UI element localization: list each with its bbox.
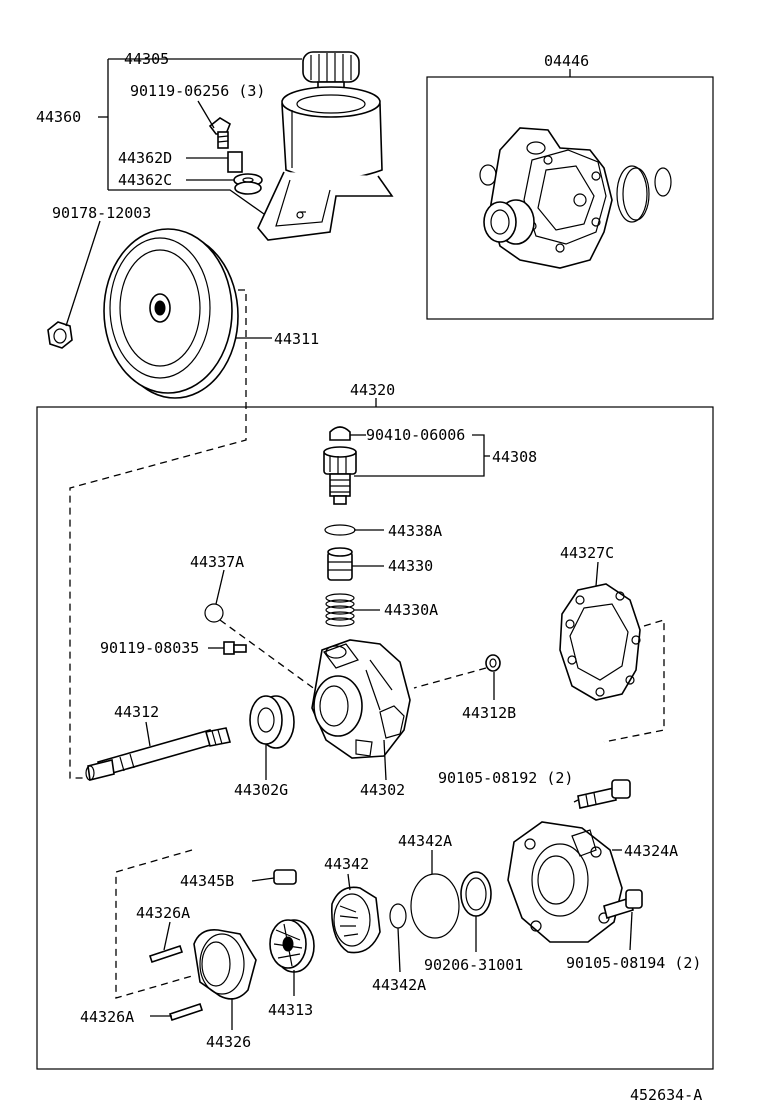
pulley-44311 xyxy=(103,228,239,399)
oil-seal-44302G xyxy=(249,695,295,749)
label-44338A: 44338A xyxy=(388,522,442,540)
label-44362D: 44362D xyxy=(118,149,172,167)
gasket-44327C xyxy=(559,583,641,701)
bolt-90105-08192 xyxy=(577,779,631,809)
label-44342: 44342 xyxy=(324,855,369,873)
label-44326A-bottom: 44326A xyxy=(80,1008,134,1026)
label-44326A-top: 44326A xyxy=(136,904,190,922)
collar-44362D xyxy=(227,151,243,173)
label-04446: 04446 xyxy=(544,52,589,70)
label-90410-06006: 90410-06006 xyxy=(366,426,465,444)
plug-44345B xyxy=(273,869,297,885)
snap-ring-90206-31001 xyxy=(460,871,492,917)
valve-stack xyxy=(323,426,357,627)
label-90105-08194: 90105-08194 (2) xyxy=(566,954,701,972)
o-ring-44342A-small xyxy=(389,903,407,929)
label-44324A: 44324A xyxy=(624,842,678,860)
pin-44326A-bottom xyxy=(168,1002,204,1022)
label-44305: 44305 xyxy=(124,50,169,68)
label-44320: 44320 xyxy=(350,381,395,399)
pump-housing-44302 xyxy=(311,639,411,759)
label-44313: 44313 xyxy=(268,1001,313,1019)
label-90119-08035: 90119-08035 xyxy=(100,639,199,657)
label-90178-12003: 90178-12003 xyxy=(52,204,151,222)
label-44362C: 44362C xyxy=(118,171,172,189)
alignment-dash-lower xyxy=(115,849,193,999)
alignment-dash-gasket xyxy=(603,619,665,743)
label-44337A: 44337A xyxy=(190,553,244,571)
alignment-dash-pulley xyxy=(69,289,247,779)
bolt-90105-08194 xyxy=(603,889,643,920)
label-44360: 44360 xyxy=(36,108,81,126)
label-90119-06256: 90119-06256 (3) xyxy=(130,82,265,100)
snap-ring-44312B xyxy=(485,654,501,672)
shaft-44312 xyxy=(85,727,232,781)
cam-ring-44326 xyxy=(193,928,257,1000)
bolt-90119-08035 xyxy=(223,641,247,655)
label-44312: 44312 xyxy=(114,703,159,721)
label-44330: 44330 xyxy=(388,557,433,575)
assembly-44320-frame xyxy=(36,406,714,1070)
label-44302: 44302 xyxy=(360,781,405,799)
rotor-44313 xyxy=(269,919,315,973)
side-plate-44342 xyxy=(331,886,381,954)
label-44312B: 44312B xyxy=(462,704,516,722)
o-ring-44337A xyxy=(204,603,224,623)
alignment-dash-oring xyxy=(219,619,317,691)
label-44342A-top: 44342A xyxy=(398,832,452,850)
bolt-90119-06256 xyxy=(208,117,231,149)
rear-housing-44324A xyxy=(507,821,623,943)
gasket-kit-04446 xyxy=(479,127,672,269)
reservoir-tank xyxy=(257,51,394,241)
label-44327C: 44327C xyxy=(560,544,614,562)
label-44302G: 44302G xyxy=(234,781,288,799)
label-reference-number: 452634-A xyxy=(630,1086,702,1104)
label-44345B: 44345B xyxy=(180,872,234,890)
label-90206-31001: 90206-31001 xyxy=(424,956,523,974)
nut-90178-12003 xyxy=(47,321,73,349)
leader-lines xyxy=(65,58,633,1030)
label-90105-08192: 90105-08192 (2) xyxy=(438,769,573,787)
label-44326: 44326 xyxy=(206,1033,251,1051)
grommet-44362C xyxy=(233,173,263,195)
label-44330A: 44330A xyxy=(384,601,438,619)
label-44308: 44308 xyxy=(492,448,537,466)
pin-44326A-top xyxy=(148,944,184,964)
alignment-dash-snap xyxy=(413,667,487,689)
label-44342A-bottom: 44342A xyxy=(372,976,426,994)
label-44311: 44311 xyxy=(274,330,319,348)
o-ring-44342A-large xyxy=(410,873,460,939)
